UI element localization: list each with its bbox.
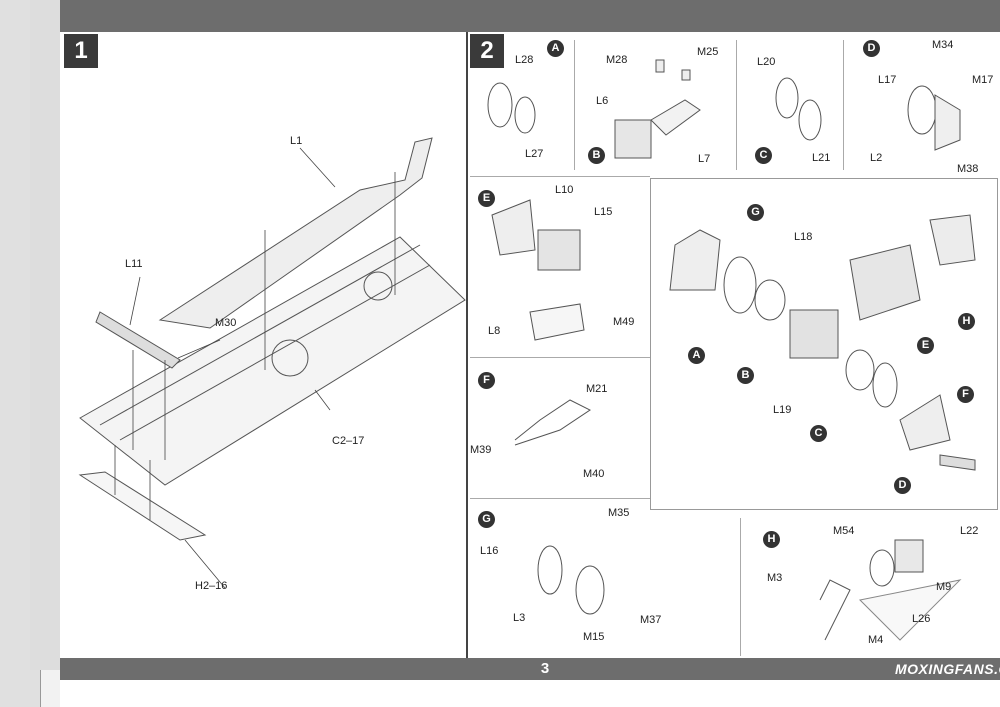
instruction-page: 3 MOXINGFANS.COM 1 xyxy=(60,0,1000,707)
label-l18: L18 xyxy=(794,231,813,243)
label-m9: M9 xyxy=(936,581,952,593)
badge-a-main: A xyxy=(688,347,705,364)
label-m17: M17 xyxy=(972,74,994,86)
column-divider xyxy=(466,32,468,658)
top-bar xyxy=(60,0,1000,32)
label-m28: M28 xyxy=(606,54,628,66)
divider xyxy=(470,357,650,358)
badge-b-main: B xyxy=(737,367,754,384)
label-h2-16: H2–16 xyxy=(195,580,228,592)
label-m35: M35 xyxy=(608,507,630,519)
label-l16: L16 xyxy=(480,545,499,557)
part-l11 xyxy=(95,311,181,369)
divider xyxy=(740,518,741,656)
label-l1: L1 xyxy=(290,135,303,147)
badge-h: H xyxy=(763,531,780,548)
badge-e-main: E xyxy=(917,337,934,354)
label-l15: L15 xyxy=(594,206,613,218)
label-l19: L19 xyxy=(773,404,792,416)
label-m15: M15 xyxy=(583,631,605,643)
label-m40: M40 xyxy=(583,468,605,480)
badge-b: B xyxy=(588,147,605,164)
label-m30: M30 xyxy=(215,317,237,329)
label-l11: L11 xyxy=(125,258,143,270)
label-m25: M25 xyxy=(697,46,719,58)
label-m34: M34 xyxy=(932,39,954,51)
label-l28: L28 xyxy=(515,54,534,66)
divider xyxy=(843,40,844,170)
label-l7: L7 xyxy=(698,153,711,165)
part-l1-rail xyxy=(158,137,433,329)
label-l27: L27 xyxy=(525,148,544,160)
label-l8: L8 xyxy=(488,325,501,337)
badge-e: E xyxy=(478,190,495,207)
badge-c-main: C xyxy=(810,425,827,442)
label-m4: M4 xyxy=(868,634,884,646)
label-m38: M38 xyxy=(957,163,979,175)
label-l21: L21 xyxy=(812,152,831,164)
label-l2: L2 xyxy=(870,152,883,164)
label-l6: L6 xyxy=(596,95,609,107)
badge-h-main: H xyxy=(958,313,975,330)
badge-f: F xyxy=(478,372,495,389)
badge-d-main: D xyxy=(894,477,911,494)
label-c2-17: C2–17 xyxy=(332,435,365,447)
label-l3: L3 xyxy=(513,612,526,624)
label-m3: M3 xyxy=(767,572,783,584)
label-l20: L20 xyxy=(757,56,776,68)
step-1-number: 1 xyxy=(64,34,98,68)
badge-d: D xyxy=(863,40,880,57)
badge-g: G xyxy=(478,511,495,528)
bottom-bar xyxy=(60,658,1000,680)
label-l26: L26 xyxy=(912,613,931,625)
badge-g-main: G xyxy=(747,204,764,221)
step-1-drawing xyxy=(78,137,466,589)
label-m37: M37 xyxy=(640,614,662,626)
divider xyxy=(470,498,650,499)
step-2-drawings xyxy=(487,59,976,641)
divider xyxy=(574,40,575,170)
label-m21: M21 xyxy=(586,383,608,395)
label-l17: L17 xyxy=(878,74,897,86)
badge-c: C xyxy=(755,147,772,164)
badge-f-main: F xyxy=(957,386,974,403)
label-m39: M39 xyxy=(470,444,492,456)
divider xyxy=(470,176,650,177)
label-m54: M54 xyxy=(833,525,855,537)
binding-edge-inner xyxy=(30,0,61,670)
watermark-text: MOXINGFANS.COM xyxy=(895,661,1000,677)
label-l10: L10 xyxy=(555,184,574,196)
part-h2-16 xyxy=(78,471,207,541)
label-l22: L22 xyxy=(960,525,979,537)
main-assembly-frame xyxy=(650,178,998,510)
page-number: 3 xyxy=(540,660,550,677)
divider xyxy=(736,40,737,170)
badge-a: A xyxy=(547,40,564,57)
step-2-number: 2 xyxy=(470,34,504,68)
label-m49: M49 xyxy=(613,316,635,328)
